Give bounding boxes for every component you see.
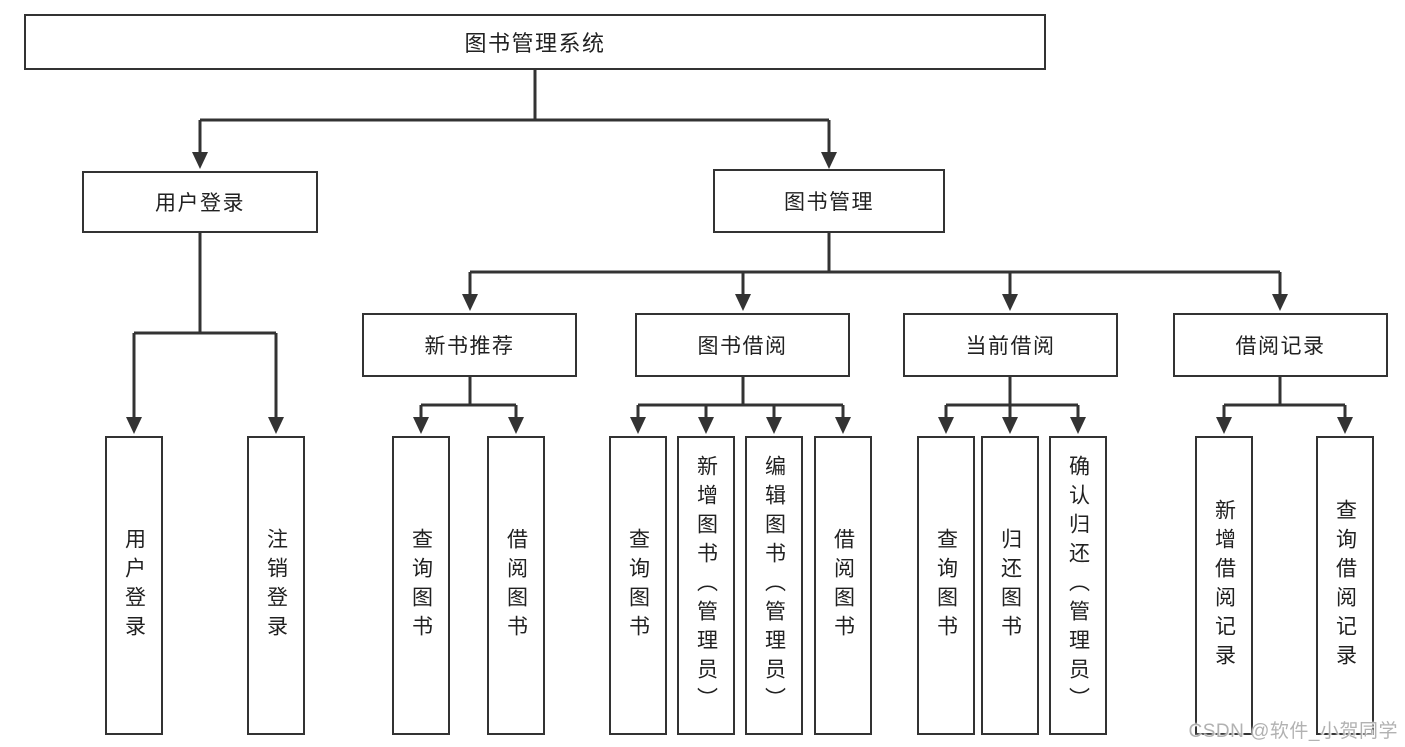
- node-book-borrow: 图书借阅: [635, 313, 850, 377]
- node-book-management: 图书管理: [713, 169, 945, 233]
- connectors-current-borrow: [938, 377, 1086, 434]
- leaf-borrow-books-label: 借阅图书: [831, 527, 855, 644]
- leaf-edit-books-admin: 编辑图书（管理员）: [745, 436, 803, 735]
- leaf-borrow-query-books-label: 查询图书: [626, 527, 650, 644]
- leaf-add-books-admin: 新增图书（管理员）: [677, 436, 735, 735]
- leaf-query-borrow-record-label: 查询借阅记录: [1333, 498, 1357, 673]
- leaf-recommend-borrow-books-label: 借阅图书: [504, 527, 528, 644]
- connectors-user-login: [126, 233, 284, 434]
- leaf-user-login-label: 用户登录: [122, 527, 146, 644]
- leaf-recommend-borrow-books: 借阅图书: [487, 436, 545, 735]
- leaf-recommend-query-books: 查询图书: [392, 436, 450, 735]
- node-user-login-branch: 用户登录: [82, 171, 318, 233]
- csdn-watermark: CSDN @软件_小贺同学: [1188, 721, 1398, 742]
- leaf-current-query-books-label: 查询图书: [934, 527, 958, 644]
- node-current-borrow: 当前借阅: [903, 313, 1118, 377]
- node-book-management-label: 图书管理: [784, 191, 874, 214]
- leaf-logout-label: 注销登录: [264, 527, 288, 644]
- node-borrow-records: 借阅记录: [1173, 313, 1388, 377]
- connectors-new-book-recommend: [413, 377, 524, 434]
- leaf-confirm-return-admin: 确认归还（管理员）: [1049, 436, 1107, 735]
- leaf-query-borrow-record: 查询借阅记录: [1316, 436, 1374, 735]
- node-borrow-records-label: 借阅记录: [1235, 335, 1326, 358]
- connectors-book-borrow: [630, 377, 851, 434]
- leaf-logout: 注销登录: [247, 436, 305, 735]
- leaf-confirm-return-admin-label: 确认归还（管理员）: [1066, 455, 1090, 716]
- leaf-edit-books-admin-label: 编辑图书（管理员）: [762, 455, 786, 716]
- node-book-borrow-label: 图书借阅: [697, 335, 788, 358]
- node-user-login-branch-label: 用户登录: [155, 192, 245, 215]
- node-new-book-recommend: 新书推荐: [362, 313, 577, 377]
- node-new-book-recommend-label: 新书推荐: [424, 335, 515, 358]
- connectors-borrow-records: [1216, 377, 1353, 434]
- leaf-recommend-query-books-label: 查询图书: [409, 527, 433, 644]
- connectors-root: [192, 70, 837, 169]
- leaf-current-query-books: 查询图书: [917, 436, 975, 735]
- leaf-borrow-books: 借阅图书: [814, 436, 872, 735]
- leaf-return-books: 归还图书: [981, 436, 1039, 735]
- leaf-add-books-admin-label: 新增图书（管理员）: [694, 455, 718, 716]
- connectors-book-management: [462, 233, 1288, 311]
- leaf-add-borrow-record-label: 新增借阅记录: [1212, 498, 1236, 673]
- node-current-borrow-label: 当前借阅: [965, 335, 1056, 358]
- leaf-user-login: 用户登录: [105, 436, 163, 735]
- node-root-label: 图书管理系统: [464, 31, 606, 56]
- leaf-return-books-label: 归还图书: [998, 527, 1022, 644]
- node-root: 图书管理系统: [24, 14, 1046, 70]
- leaf-add-borrow-record: 新增借阅记录: [1195, 436, 1253, 735]
- leaf-borrow-query-books: 查询图书: [609, 436, 667, 735]
